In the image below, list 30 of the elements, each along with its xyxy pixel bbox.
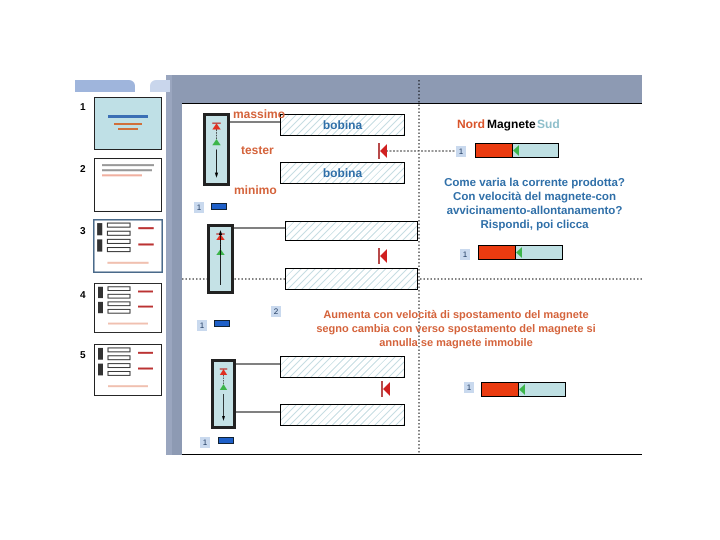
coil-box — [280, 404, 405, 426]
coil-box — [285, 221, 418, 241]
coil-label: bobina — [322, 165, 362, 182]
slide-number: 1 — [80, 101, 87, 115]
tester-label: tester — [241, 143, 275, 157]
slide-number: 4 — [80, 289, 87, 303]
coil-box — [280, 162, 405, 184]
tester-box — [211, 359, 236, 429]
answer-text: Aumenta con velocità di spostamento del magnete segno cambia con verso spostamento del magnete si annulla se magnete immobile — [315, 308, 597, 350]
animation-tag: 1 — [194, 202, 204, 213]
tester-box — [203, 113, 230, 186]
coil-box — [280, 356, 405, 378]
slide-number: 5 — [80, 349, 87, 363]
pole-label: Sud — [537, 117, 561, 131]
animation-tag: 1 — [464, 382, 474, 393]
magnet-label: Magnete — [487, 117, 533, 131]
animation-tag: 2 — [271, 306, 281, 317]
coil-box — [285, 268, 418, 290]
tester-label: massimo — [233, 107, 286, 121]
coil-label: bobina — [322, 117, 362, 134]
animation-tag: 1 — [197, 320, 207, 331]
slide-number: 2 — [80, 163, 87, 177]
pole-label: Nord — [457, 117, 483, 131]
question-text: Come varia la corrente prodotta? Con velocità del magnete-con avvicinamento-allontanamento? Rispondi, poi clicca — [443, 176, 626, 232]
tester-label: minimo — [234, 183, 278, 197]
animation-tag: 1 — [456, 146, 466, 157]
animation-tag: 1 — [460, 249, 470, 260]
animation-tag: 1 — [200, 437, 210, 448]
tester-box — [207, 224, 234, 294]
slide-number: 3 — [80, 225, 87, 239]
